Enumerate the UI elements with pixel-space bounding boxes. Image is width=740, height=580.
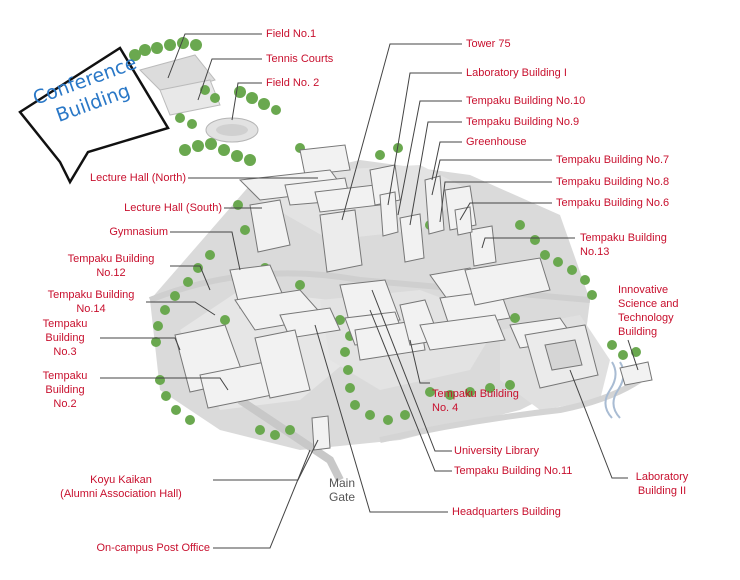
label-laboratory-building-1: Laboratory Building I	[466, 67, 567, 79]
conference-callout-shape	[18, 46, 170, 185]
label-line: Tempaku	[42, 370, 88, 382]
label-tempaku-11: Tempaku Building No.11	[454, 465, 573, 477]
label-line: Tempaku Building	[47, 289, 135, 301]
label-tower-75: Tower 75	[466, 38, 511, 50]
label-lecture-hall-north: Lecture Hall (North)	[90, 172, 186, 184]
label-line: (Alumni Association Hall)	[60, 488, 182, 500]
label-tempaku-9: Tempaku Building No.9	[466, 116, 580, 128]
label-line: Tempaku	[42, 318, 88, 330]
label-line: No. 4	[432, 402, 459, 414]
label-tempaku-8: Tempaku Building No.8	[556, 176, 670, 188]
label-line: Tempaku Building	[580, 232, 667, 244]
label-field-2: Field No. 2	[266, 77, 320, 89]
label-main-gate: Main Gate	[322, 476, 362, 504]
label-line: Science and	[618, 298, 679, 310]
label-line: No.12	[96, 267, 126, 279]
label-lecture-hall-south: Lecture Hall (South)	[124, 202, 222, 214]
label-tempaku-3: Tempaku Building No.3	[30, 317, 100, 359]
label-tennis-courts: Tennis Courts	[266, 53, 334, 65]
label-line: Tempaku Building	[432, 388, 519, 400]
label-tempaku-12: Tempaku Building No.12	[52, 252, 170, 280]
buildings	[174, 144, 653, 451]
label-line: No.2	[53, 398, 77, 410]
fields	[139, 54, 259, 143]
label-line: Technology	[618, 312, 674, 324]
label-headquarters: Headquarters Building	[452, 506, 561, 518]
label-post-office: On-campus Post Office	[96, 542, 210, 554]
label-line: Building	[45, 384, 85, 396]
label-gymnasium: Gymnasium	[109, 226, 168, 238]
label-line: Building	[45, 332, 85, 344]
label-tempaku-6: Tempaku Building No.6	[556, 197, 670, 209]
label-greenhouse: Greenhouse	[466, 136, 527, 148]
label-line: No.3	[53, 346, 77, 358]
label-laboratory-building-2: Laboratory Building II	[622, 470, 702, 498]
label-line: Tempaku Building	[67, 253, 155, 265]
label-line: Building	[618, 326, 658, 338]
label-tempaku-10: Tempaku Building No.10	[466, 95, 586, 107]
label-line: No.14	[76, 303, 106, 315]
label-tempaku-7: Tempaku Building No.7	[556, 154, 670, 166]
label-innovative-building: Innovative Science and Technology Buildi…	[618, 283, 679, 339]
label-tempaku-2: Tempaku Building No.2	[30, 369, 100, 411]
label-line: Gate	[328, 490, 355, 504]
label-line: Laboratory	[635, 471, 689, 483]
label-tempaku-4: Tempaku Building No. 4	[432, 387, 519, 415]
label-line: Main	[328, 476, 355, 490]
label-koyu-kaikan: Koyu Kaikan (Alumni Association Hall)	[30, 473, 212, 501]
label-line: Innovative	[618, 284, 669, 296]
label-tempaku-13: Tempaku Building No.13	[580, 231, 667, 259]
label-line: Koyu Kaikan	[90, 474, 152, 486]
label-tempaku-14: Tempaku Building No.14	[36, 288, 146, 316]
label-line: No.13	[580, 246, 610, 258]
label-university-library: University Library	[454, 445, 539, 457]
label-field-1: Field No.1	[266, 28, 317, 40]
leader-lines	[100, 33, 639, 549]
label-line: Building II	[637, 485, 687, 497]
